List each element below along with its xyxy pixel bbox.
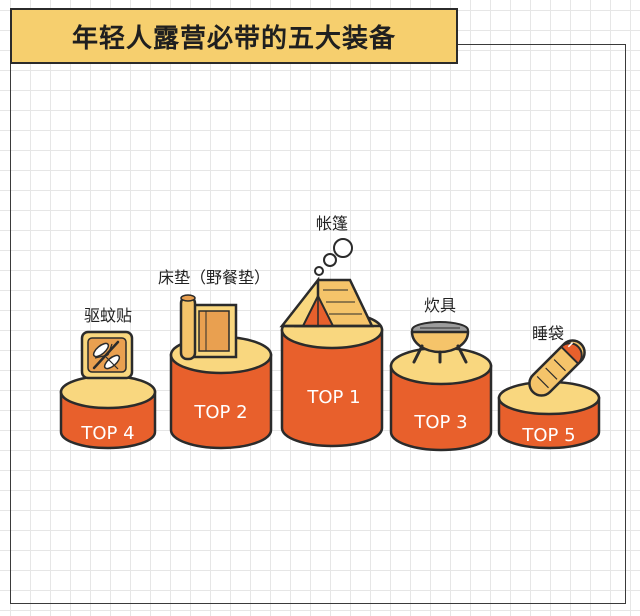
item-label-top1: 帐篷 <box>315 214 349 233</box>
grill-icon <box>410 321 470 364</box>
rank-label-top3: TOP 3 <box>413 412 467 433</box>
podium-top3: TOP 3 <box>389 346 493 452</box>
rolled-mat-icon <box>179 294 238 361</box>
rank-label-top5: TOP 5 <box>521 425 575 446</box>
mosquito-patch-icon <box>80 330 134 380</box>
item-label-top5: 睡袋 <box>531 324 565 343</box>
rank-label-top4: TOP 4 <box>80 423 134 444</box>
page-title: 年轻人露营必带的五大装备 <box>71 23 396 54</box>
title-banner: 年轻人露营必带的五大装备 <box>10 8 458 64</box>
podium-top1: TOP 1 <box>280 310 384 448</box>
item-label-top3: 炊具 <box>423 296 457 315</box>
podium-top5: TOP 5 <box>497 380 601 450</box>
rank-label-top1: TOP 1 <box>306 387 360 408</box>
item-label-top4: 驱蚊贴 <box>83 306 133 325</box>
sleeping-bag-icon <box>528 339 586 397</box>
rank-label-top2: TOP 2 <box>193 402 247 423</box>
podium-top4: TOP 4 <box>59 374 157 450</box>
item-label-top2: 床垫（野餐垫） <box>157 268 271 287</box>
tent-icon <box>279 238 380 328</box>
